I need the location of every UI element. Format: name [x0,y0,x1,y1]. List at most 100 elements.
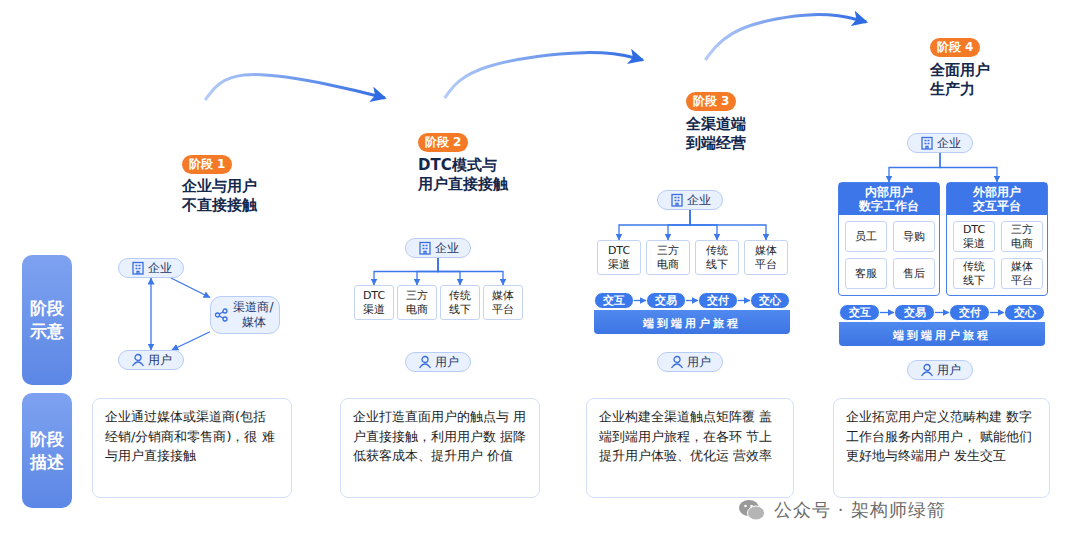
description-box: 企业构建全渠道触点矩阵覆 盖端到端用户旅程，在各环 节上提升用户体验、优化运 营… [586,398,794,498]
icon-stroke [674,198,679,207]
icon-stroke [419,364,430,368]
channel-box: 员工 [845,221,887,252]
icon-stroke [135,355,141,361]
pill-text: 企业 [937,136,961,151]
row-header: 阶段描述 [22,393,72,508]
icon-stroke [132,362,143,366]
stage-cylinder: DTC模式与 用户直接接触阶段 2企业DTC 渠道三方 电商传统 线下媒体 平台… [325,98,555,530]
flow-arrow [668,210,690,240]
cylinder-body [326,212,554,528]
channel-box: DTC 渠道 [597,240,641,275]
desc-text: 企业打造直面用户的触点与 用户直接接触，利用用户数 据降低获客成本、提升用户 价… [353,407,527,466]
funnel [600,334,784,352]
chan-text: 员工 [855,230,877,244]
flow-arrow [150,278,151,350]
flow-arrow [619,210,690,240]
chan-text: DTC 渠道 [599,244,639,272]
band-text: 端到端用户旅程 [839,328,1045,343]
stage-icon-stroke [361,143,379,161]
cylinder-top-inner [337,206,543,220]
flow-arrow [417,258,438,285]
step-text: 交易 [655,293,677,308]
cyl-text: 全面用户 生产力 [930,61,1020,99]
channel-box: DTC 渠道 [953,221,995,252]
chan-text: 三方 电商 [648,244,688,272]
step-text: 交易 [904,305,926,320]
journey-band: 端到端用户旅程交互交易交付交心 [839,302,1045,346]
bubble [748,506,765,520]
channel-box: 媒体 平台 [744,240,788,275]
stage-icon-stroke [120,153,156,166]
entity-pill: 用户 [657,352,723,372]
entity-icon [214,308,228,322]
icon-stroke [223,317,227,321]
chan-text: 客服 [855,267,877,281]
icon-stroke [133,263,143,275]
hdr-text: 阶段描述 [29,428,65,474]
icon-stroke [672,195,682,207]
stage-cylinder: 企业与用户 不直接接触阶段 1企业渠道商/ 媒体用户企业通过媒体或渠道商(包括 … [78,100,305,530]
journey-step: 交易 [894,304,935,321]
icon-stroke [422,246,427,255]
step-text: 交付 [959,305,981,320]
row-header: 阶段示意 [22,255,72,385]
icon-stroke [924,141,929,150]
cylinder-top [326,200,554,224]
journey-step: 交易 [646,292,686,309]
hdr-text: 阶段示意 [29,297,65,343]
group-text: 外部用户 交互平台 [947,183,1047,215]
entity-icon [920,363,934,377]
entity-icon [131,261,145,275]
stage-badge: 阶段 4 [930,38,980,57]
cylinder-body [821,113,1062,528]
chan-text: 三方 电商 [399,289,435,317]
channel-box: 三方 电商 [397,285,437,320]
journey-step: 交付 [698,292,738,309]
journey-step: 交互 [594,292,634,309]
diagram-panel [584,182,796,387]
chan-text: DTC 渠道 [955,223,993,251]
badge-text: 阶段 1 [189,156,226,173]
diagram-panel [338,225,542,387]
entity-pill: 企业 [118,258,184,278]
stage-arrow [445,53,643,98]
stage-icon-stroke [380,180,408,190]
flow-arrow [690,210,717,240]
watermark: 公众号 · 架构师绿箭 [770,498,950,522]
cylinder-top-inner [832,107,1051,121]
icon-stroke [223,309,227,313]
stage-icon-stroke [876,78,912,100]
channel-box: 媒体 平台 [1001,258,1043,289]
pill-text: 用户 [148,353,172,368]
cylinder-body [574,170,804,528]
cyl-text: DTC模式与 用户直接接触 [418,156,530,194]
icon-stroke [671,364,682,368]
entity-icon [670,355,684,369]
flow-arrow [690,210,766,240]
stage-icon-stroke [152,188,168,204]
entity-pill: 渠道商/ 媒体 [210,296,280,334]
stage-icon-stroke [137,171,145,179]
pill-text: 渠道商/ 媒体 [231,300,276,330]
channel-box: 客服 [845,258,887,289]
chan-text: 三方 电商 [1003,223,1041,251]
channel-box: 传统 线下 [440,285,480,320]
channel-box: 媒体 平台 [483,285,523,320]
flow-arrow [889,153,940,182]
stage-icon-stroke [385,151,403,169]
pill-text: 企业 [148,261,172,276]
flow-arrow [438,258,460,285]
group-text: 内部用户 数字工作台 [839,183,939,215]
entity-pill: 用户 [907,360,973,380]
badge-text: 阶段 3 [693,93,730,110]
icon-stroke [674,357,680,363]
chan-text: 导购 [903,230,925,244]
channel-box: DTC 渠道 [354,285,394,320]
diagram-panel [93,246,292,387]
chan-text: DTC 渠道 [356,289,392,317]
desc-text: 企业通过媒体或渠道商(包括 经销/分销商和零售商)，很 难与用户直接接触 [105,407,279,466]
badge-text: 阶段 4 [937,39,974,56]
step-text: 交付 [707,293,729,308]
icon-stroke [219,312,223,318]
journey-step: 交付 [949,304,990,321]
